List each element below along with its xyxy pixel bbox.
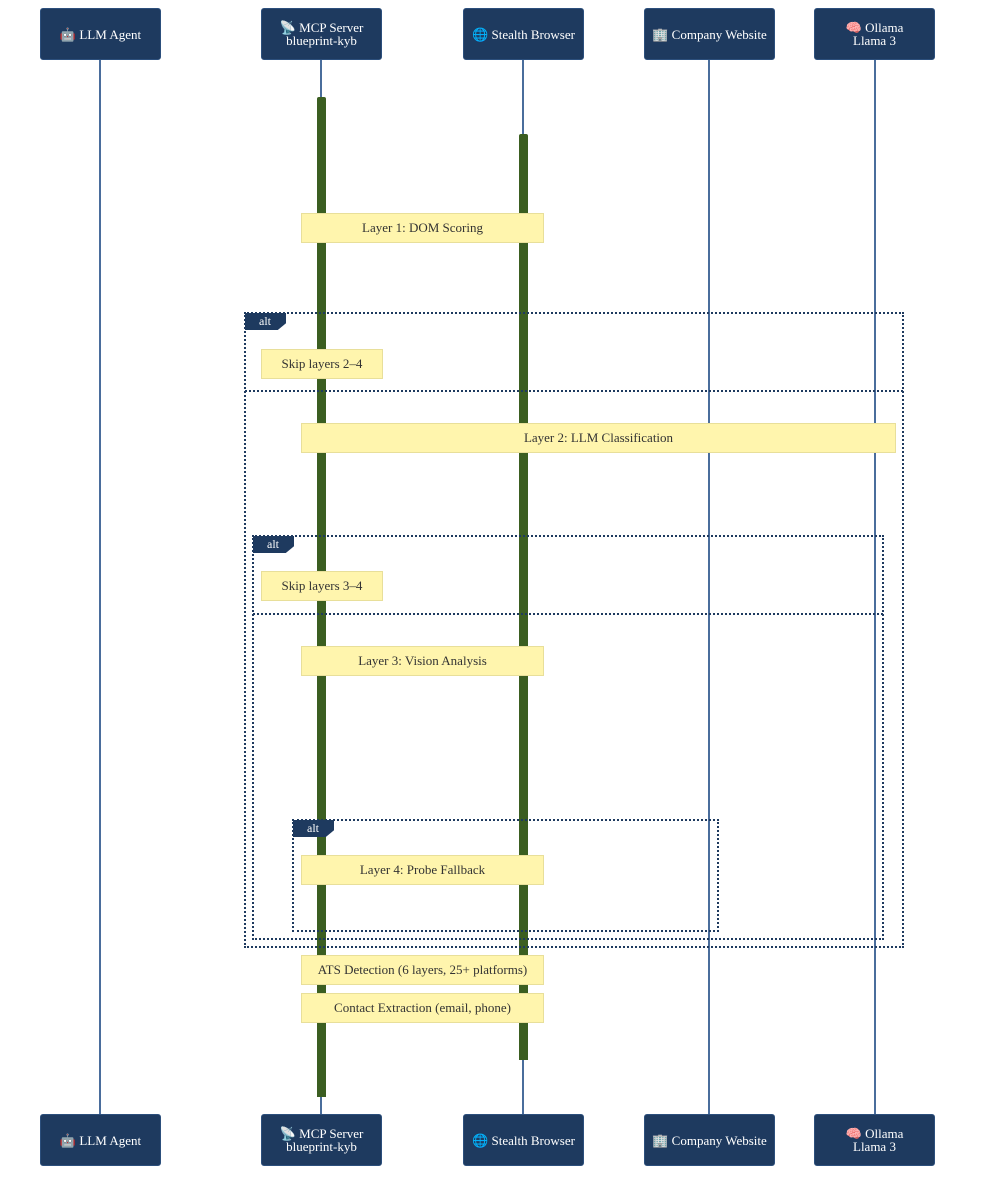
activation-browser [519,134,528,1060]
robot-icon: 🤖 [59,26,77,42]
actor-website-top: 🏢 Company Website [644,8,775,60]
lifeline-website [708,60,710,1114]
satellite-antenna-icon: 📡 [279,1126,296,1141]
note-layer3: Layer 3: Vision Analysis [301,646,544,676]
note-ats-detection: ATS Detection (6 layers, 25+ platforms) [301,955,544,985]
note-layer1: Layer 1: DOM Scoring [301,213,544,243]
office-building-icon: 🏢 [652,26,669,42]
brain-icon: 🧠 [845,20,862,35]
satellite-antenna-icon: 📡 [279,20,296,35]
actor-browser-top: 🌐 Stealth Browser [463,8,584,60]
globe-icon: 🌐 [472,26,489,42]
note-contact-extraction: Contact Extraction (email, phone) [301,993,544,1023]
alt-tag-middle: alt [253,536,294,553]
actor-website-bottom: 🏢 Company Website [644,1114,775,1166]
alt-tag-outer: alt [245,313,286,330]
lifeline-agent [99,60,101,1114]
globe-icon: 🌐 [472,1132,489,1148]
alt-separator-middle [253,613,883,615]
actor-browser-bottom: 🌐 Stealth Browser [463,1114,584,1166]
office-building-icon: 🏢 [652,1132,669,1148]
lifeline-ollama [874,60,876,1114]
actor-agent-bottom: 🤖 LLM Agent [40,1114,161,1166]
alt-frame-outer [244,312,904,948]
note-layer2: Layer 2: LLM Classification [301,423,896,453]
alt-separator-outer [245,390,903,392]
alt-frame-inner [292,819,719,932]
alt-tag-inner: alt [293,820,334,837]
note-layer4: Layer 4: Probe Fallback [301,855,544,885]
robot-icon: 🤖 [59,1132,77,1148]
brain-icon: 🧠 [845,1126,862,1141]
note-skip-3-4: Skip layers 3–4 [261,571,383,601]
note-skip-2-4: Skip layers 2–4 [261,349,383,379]
alt-frame-middle [252,535,884,940]
actor-agent-top: 🤖 LLM Agent [40,8,161,60]
